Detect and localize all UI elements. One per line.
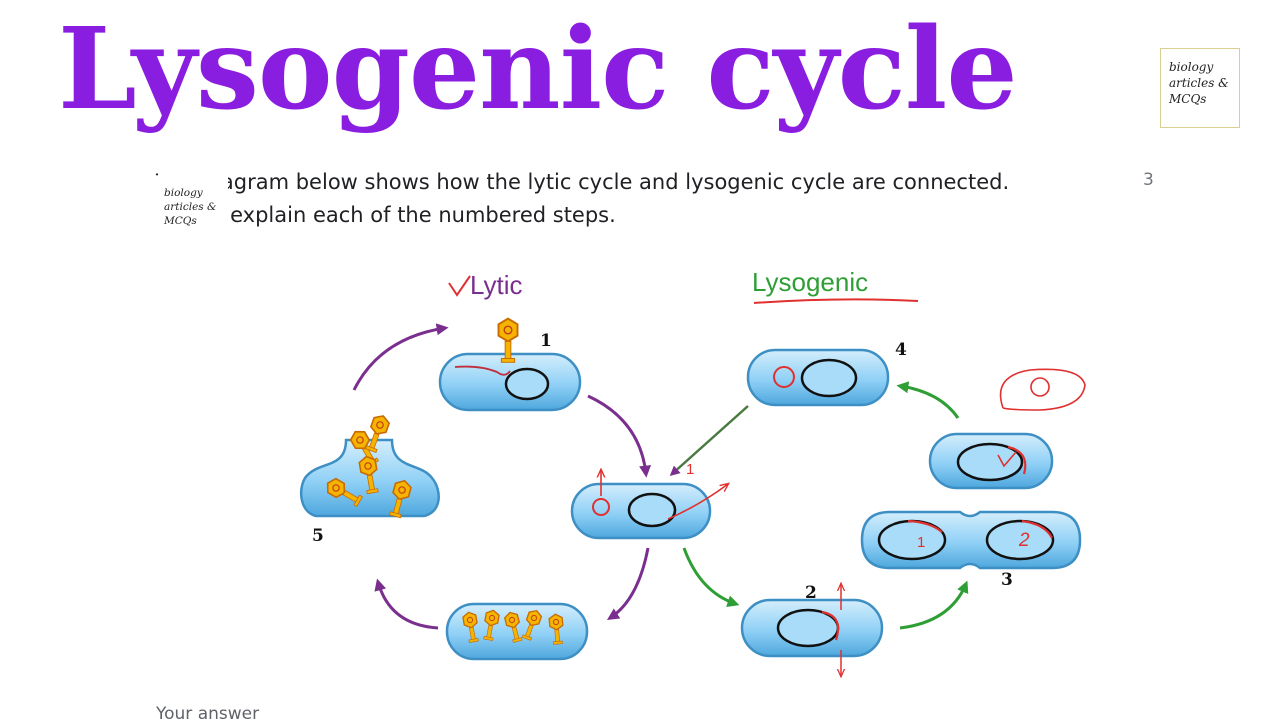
cell-step-5 [299,412,440,520]
arrow-lytic-center-to-replication [606,547,650,620]
annotation-scribble [999,368,1086,411]
arrow-lysogenic-prophage-to-4 [896,381,960,419]
cell-step-1 [438,317,582,412]
answer-label: Your answer [156,704,260,724]
annotation-2-daughter: 2 [1018,530,1030,551]
step-label-3: 3 [1001,570,1013,590]
arrow-lysogenic-2-to-3 [899,580,969,630]
step-label-2: 2 [805,583,817,603]
arrow-lytic-replication-to-5 [374,578,439,630]
lytic-check-mark [448,275,471,297]
step-label-4: 4 [895,340,907,360]
cell-step-3 [860,510,1082,570]
cell-center [570,482,712,540]
page-title: Lysogenic cycle [58,4,1018,135]
step-label-1: 1 [540,331,552,351]
cell-replication [445,602,589,661]
cell-step-2 [740,598,884,658]
cell-prophage [928,432,1054,490]
step-label-5: 5 [312,526,324,546]
arrow-lysogenic-center-to-2 [682,547,740,608]
lytic-label: Lytic [470,270,523,300]
lysogenic-underline [753,298,919,304]
annotation-arrow-right [667,484,728,520]
question-text: The diagram below shows how the lytic cy… [156,170,1010,227]
arrow-lytic-1-to-center [587,394,652,478]
lysogenic-label: Lysogenic [752,267,868,297]
annotation-circle [1030,377,1050,397]
question-points: 3 [1143,170,1154,190]
annotation-1-daughter: 1 [917,534,925,551]
annotation-1-center: 1 [686,461,694,478]
arrow-lysogenic-4-to-center [669,405,749,477]
arrow-lytic-5-to-1 [352,323,449,391]
cell-step-4 [746,348,890,407]
